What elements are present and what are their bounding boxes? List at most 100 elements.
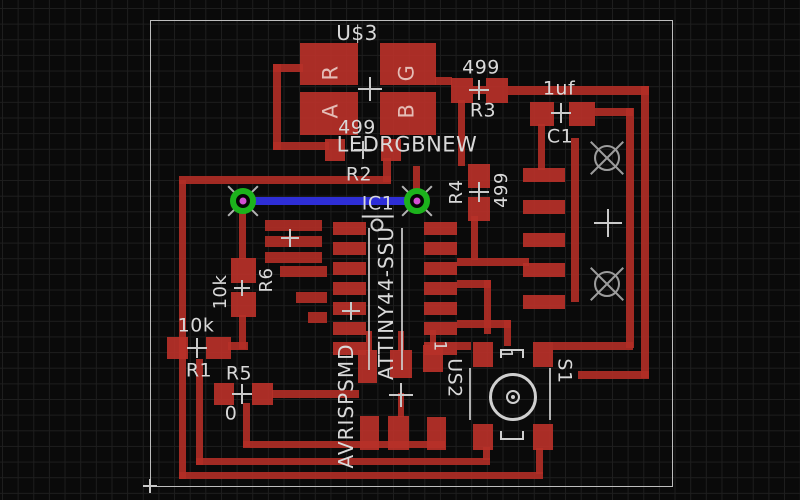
smd-pad[interactable] xyxy=(530,102,554,126)
smd-pad[interactable] xyxy=(300,43,358,85)
copper-trace[interactable] xyxy=(457,258,529,266)
copper-trace[interactable] xyxy=(265,236,322,247)
smd-pad[interactable] xyxy=(427,417,446,450)
smd-pad[interactable] xyxy=(473,424,493,450)
copper-trace[interactable] xyxy=(457,342,471,350)
mounting-hole[interactable] xyxy=(594,145,620,171)
copper-trace[interactable] xyxy=(626,108,634,348)
smd-pad[interactable] xyxy=(523,295,565,309)
copper-trace[interactable] xyxy=(196,458,490,465)
ic1-pad[interactable] xyxy=(333,342,366,355)
copper-trace[interactable] xyxy=(430,330,436,346)
copper-trace[interactable] xyxy=(243,441,445,448)
copper-trace[interactable] xyxy=(308,312,327,323)
copper-trace[interactable] xyxy=(471,216,478,260)
copper-trace[interactable] xyxy=(413,166,420,200)
copper-trace[interactable] xyxy=(228,342,248,350)
smd-pad[interactable] xyxy=(358,350,377,383)
ic1-pad[interactable] xyxy=(333,242,366,255)
smd-pad[interactable] xyxy=(380,92,436,135)
smd-pad[interactable] xyxy=(451,78,473,103)
smd-pad[interactable] xyxy=(423,345,443,372)
copper-trace[interactable] xyxy=(457,280,491,288)
ic1-pad[interactable] xyxy=(424,262,457,275)
smd-pad[interactable] xyxy=(569,102,595,126)
smd-pad[interactable] xyxy=(206,337,231,359)
copper-trace[interactable] xyxy=(458,100,465,166)
copper-trace[interactable] xyxy=(243,403,250,447)
copper-trace[interactable] xyxy=(239,201,246,259)
smd-pad[interactable] xyxy=(380,43,436,85)
button-bracket-icon xyxy=(500,349,524,358)
copper-trace[interactable] xyxy=(196,359,203,465)
ic1-pad[interactable] xyxy=(424,222,457,235)
dimension-tick-icon xyxy=(143,479,157,493)
smd-pad[interactable] xyxy=(523,263,565,277)
copper-trace[interactable] xyxy=(273,64,303,72)
smd-pad[interactable] xyxy=(533,342,553,367)
copper-trace[interactable] xyxy=(296,292,327,303)
copper-trace[interactable] xyxy=(179,176,391,184)
copper-trace[interactable] xyxy=(538,124,545,170)
copper-trace[interactable] xyxy=(504,320,511,346)
copper-trace[interactable] xyxy=(508,86,649,95)
copper-trace[interactable] xyxy=(484,280,491,334)
smd-pad[interactable] xyxy=(486,78,508,103)
copper-trace[interactable] xyxy=(435,77,452,85)
ic1-pad[interactable] xyxy=(424,282,457,295)
smd-pad[interactable] xyxy=(167,337,188,359)
copper-trace[interactable] xyxy=(272,390,359,398)
copper-trace[interactable] xyxy=(536,448,543,474)
origin-cross-icon xyxy=(469,80,489,100)
copper-trace[interactable] xyxy=(265,252,322,263)
label-r2-value: 499 xyxy=(338,116,376,139)
smd-pad[interactable] xyxy=(325,139,345,161)
via-drill xyxy=(413,197,421,205)
bottom-layer-trace[interactable] xyxy=(243,197,417,205)
copper-trace[interactable] xyxy=(179,180,186,479)
smd-pad[interactable] xyxy=(468,197,490,221)
mounting-hole[interactable] xyxy=(594,271,620,297)
smd-pad[interactable] xyxy=(360,416,379,450)
smd-pad[interactable] xyxy=(231,258,256,283)
copper-trace[interactable] xyxy=(595,108,633,116)
label-r1: R1 xyxy=(185,359,213,382)
copper-trace[interactable] xyxy=(578,371,649,379)
button-center-dot xyxy=(511,395,515,399)
copper-trace[interactable] xyxy=(280,266,327,277)
smd-pad[interactable] xyxy=(214,383,234,405)
ic1-pad[interactable] xyxy=(333,322,366,335)
copper-trace[interactable] xyxy=(641,86,649,378)
via[interactable] xyxy=(404,188,430,214)
copper-trace[interactable] xyxy=(553,342,633,350)
copper-trace[interactable] xyxy=(383,158,391,182)
copper-trace[interactable] xyxy=(571,138,579,302)
smd-pad[interactable] xyxy=(252,383,273,405)
ic1-pad[interactable] xyxy=(424,322,457,335)
ic1-pad[interactable] xyxy=(424,302,457,315)
smd-pad[interactable] xyxy=(523,200,565,214)
copper-trace[interactable] xyxy=(265,220,322,231)
smd-pad[interactable] xyxy=(388,416,409,450)
copper-trace[interactable] xyxy=(239,315,246,349)
smd-pad[interactable] xyxy=(300,92,358,135)
ic1-pad[interactable] xyxy=(333,262,366,275)
copper-trace[interactable] xyxy=(273,142,329,150)
ic1-pad[interactable] xyxy=(424,242,457,255)
smd-pad[interactable] xyxy=(231,292,256,317)
origin-cross-icon xyxy=(281,229,299,247)
ic1-pad[interactable] xyxy=(333,282,366,295)
smd-pad[interactable] xyxy=(473,342,493,367)
ic1-pad[interactable] xyxy=(333,222,366,235)
smd-pad[interactable] xyxy=(468,164,490,188)
smd-pad[interactable] xyxy=(381,139,401,161)
copper-trace[interactable] xyxy=(483,447,490,460)
smd-pad[interactable] xyxy=(533,424,553,450)
copper-trace[interactable] xyxy=(179,472,543,479)
copper-trace[interactable] xyxy=(273,64,281,150)
smd-pad[interactable] xyxy=(523,233,565,247)
smd-pad[interactable] xyxy=(523,168,565,182)
copper-trace[interactable] xyxy=(457,320,511,328)
button-side-line xyxy=(549,368,551,420)
